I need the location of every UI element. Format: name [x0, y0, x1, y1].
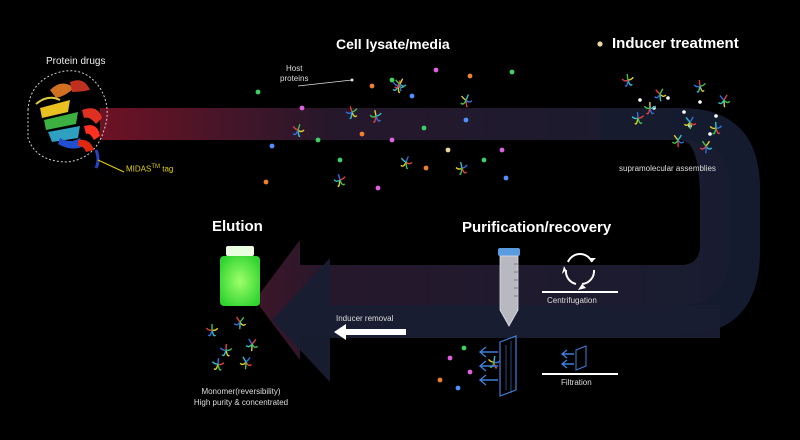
protein-cluster-icon — [718, 94, 731, 108]
protein-cluster-icon — [488, 355, 501, 369]
inducer-dot — [682, 110, 686, 114]
protein-cluster-icon — [394, 78, 407, 92]
host-protein-dot — [503, 175, 509, 181]
supramolecular-assemblies-label: supramolecular assemblies — [619, 164, 716, 173]
protein-cluster-icon — [205, 323, 219, 337]
protein-cluster-icon — [709, 121, 723, 135]
host-protein-dot — [445, 147, 451, 153]
protein-cluster-icon — [239, 356, 252, 370]
host-protein-dot — [255, 89, 261, 95]
host-protein-dot — [409, 93, 415, 99]
centrifugation-label: Centrifugation — [547, 296, 597, 305]
host-proteins-pointer — [297, 79, 353, 87]
inducer-dot — [698, 100, 702, 104]
inducer-dot — [638, 98, 642, 102]
host-protein-dot — [337, 157, 343, 163]
host-protein-dot — [509, 69, 515, 75]
protein-cluster-icon — [693, 79, 706, 93]
protein-cluster-icon — [683, 116, 697, 130]
host-protein-dot — [269, 143, 275, 149]
process-track-top — [100, 108, 760, 360]
host-protein-dot — [467, 73, 473, 79]
inducer-treatment-title: Inducer treatment — [612, 35, 739, 52]
protein-cluster-icon — [345, 106, 358, 120]
cell-lysate-title: Cell lysate/media — [336, 36, 450, 52]
host-protein-dot — [433, 67, 439, 73]
protein-cluster-icon — [643, 101, 657, 115]
host-protein-dot — [375, 185, 381, 191]
host-protein-dot — [263, 179, 269, 185]
protein-clusters — [205, 73, 731, 371]
host-protein-dot — [463, 117, 469, 123]
protein-cluster-icon — [219, 343, 233, 357]
host-protein-dot — [359, 131, 365, 137]
centrifuge-tube-icon — [498, 248, 520, 327]
filtration-label: Filtration — [561, 378, 592, 387]
protein-cluster-icon — [671, 134, 685, 148]
host-protein-dot — [437, 377, 443, 383]
return-arrow — [272, 258, 720, 382]
host-protein-dot — [499, 147, 505, 153]
monomer-label: Monomer(reversibility) High purity & con… — [193, 387, 289, 407]
host-protein-dot — [481, 157, 487, 163]
protein-cluster-icon — [400, 156, 413, 170]
protein-drug-icon — [27, 70, 108, 169]
protein-cluster-icon — [631, 111, 645, 125]
protein-cluster-icon — [245, 338, 259, 352]
protein-cluster-icon — [333, 174, 346, 188]
host-proteins-label: Host proteins — [280, 64, 309, 83]
inducer-legend-dot — [597, 41, 603, 47]
host-protein-dot — [421, 125, 427, 131]
elution-vial-icon — [220, 246, 260, 306]
protein-cluster-icon — [699, 140, 713, 154]
rotation-cycle-icon — [562, 253, 596, 290]
protein-cluster-icon — [233, 316, 247, 330]
inducer-dot — [714, 114, 718, 118]
protein-cluster-icon — [621, 73, 634, 87]
host-protein-dot — [467, 369, 473, 375]
host-protein-dot — [461, 345, 467, 351]
filter-membrane-icon — [499, 335, 587, 397]
protein-cluster-icon — [369, 109, 382, 123]
protein-cluster-icon — [211, 357, 225, 371]
purification-title: Purification/recovery — [462, 219, 612, 236]
protein-cluster-icon — [460, 94, 473, 108]
inducer-dot — [666, 96, 670, 100]
host-protein-dot — [447, 355, 453, 361]
protein-cluster-icon — [654, 88, 667, 102]
host-protein-dot — [389, 77, 395, 83]
filtration-flow-arrows — [478, 346, 574, 386]
host-protein-dot — [315, 137, 321, 143]
host-protein-dot — [455, 385, 461, 391]
protein-drugs-label: Protein drugs — [46, 56, 106, 67]
inducer-dot — [708, 132, 712, 136]
host-protein-dot — [423, 165, 429, 171]
protein-cluster-icon — [455, 162, 468, 176]
midas-tag-label: MIDASTM tag — [126, 164, 174, 174]
elution-title: Elution — [212, 218, 263, 235]
host-protein-dot — [389, 137, 395, 143]
midas-tag-pointer — [97, 159, 125, 173]
inducer-removal-arrow — [334, 324, 406, 340]
protein-cluster-icon — [292, 124, 305, 138]
host-protein-dot — [299, 105, 305, 111]
inducer-removal-label: Inducer removal — [336, 314, 394, 323]
host-protein-dot — [369, 83, 375, 89]
host-protein-dots — [255, 67, 718, 391]
